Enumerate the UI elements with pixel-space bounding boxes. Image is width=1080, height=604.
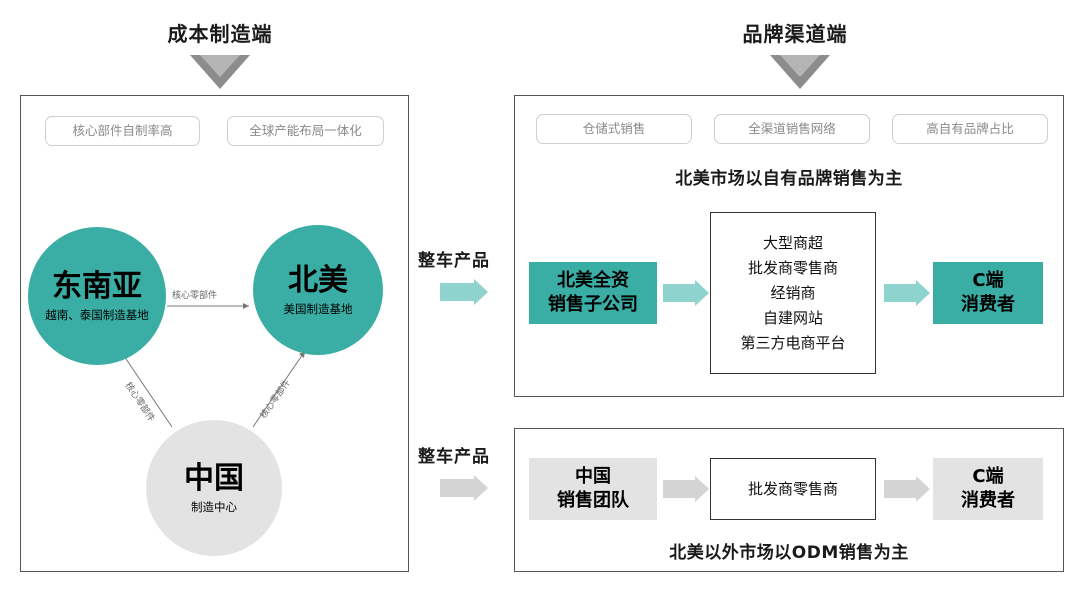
right-funnel-icon bbox=[770, 55, 830, 89]
odm-consumer-box: C端 消费者 bbox=[933, 458, 1043, 520]
arrow-subsidiary-to-channels-icon bbox=[663, 280, 709, 306]
cost-manufacturing-heading: 成本制造端 bbox=[167, 22, 273, 46]
node-southeast-asia-subtitle: 越南、泰国制造基地 bbox=[45, 308, 149, 322]
channel-item: 大型商超 bbox=[762, 233, 823, 252]
arrow-team-to-wholesale-icon bbox=[663, 476, 709, 502]
brand-channel-heading: 品牌渠道端 bbox=[742, 22, 848, 46]
node-southeast-asia-title: 东南亚 bbox=[52, 269, 142, 304]
channel-item: 经销商 bbox=[770, 283, 816, 302]
node-china-title: 中国 bbox=[184, 461, 244, 496]
tag-warehouse-sales: 仓储式销售 bbox=[536, 114, 692, 144]
odm-wholesale-box: 批发商零售商 bbox=[710, 458, 876, 520]
channel-item: 第三方电商平台 bbox=[740, 333, 846, 352]
na-channels-box: 大型商超 批发商零售商 经销商 自建网站 第三方电商平台 bbox=[710, 212, 876, 374]
edge-label-sea-to-na: 核心零部件 bbox=[172, 291, 218, 301]
channel-item: 自建网站 bbox=[762, 308, 823, 327]
odm-caption: 北美以外市场以ODM销售为主 bbox=[669, 543, 909, 563]
node-north-america-subtitle: 美国制造基地 bbox=[283, 302, 353, 316]
tag-own-brand-share: 高自有品牌占比 bbox=[892, 114, 1048, 144]
node-china: 中国 制造中心 bbox=[146, 420, 282, 556]
china-sales-team-box: 中国 销售团队 bbox=[529, 458, 657, 520]
na-consumer-box: C端 消费者 bbox=[933, 262, 1043, 324]
node-china-subtitle: 制造中心 bbox=[191, 500, 237, 514]
north-america-caption: 北美市场以自有品牌销售为主 bbox=[675, 169, 903, 189]
odm-wholesale-label: 批发商零售商 bbox=[747, 479, 838, 498]
arrow-to-na-channel-icon bbox=[440, 279, 488, 305]
node-north-america-title: 北美 bbox=[288, 263, 348, 298]
na-sales-subsidiary-box: 北美全资 销售子公司 bbox=[529, 262, 657, 324]
node-southeast-asia: 东南亚 越南、泰国制造基地 bbox=[28, 227, 166, 365]
tag-core-parts-self-made: 核心部件自制率高 bbox=[45, 116, 200, 146]
vehicle-products-label-bottom: 整车产品 bbox=[418, 447, 490, 467]
left-funnel-icon bbox=[190, 55, 250, 89]
arrow-channels-to-consumer-icon bbox=[884, 280, 930, 306]
vehicle-products-label-top: 整车产品 bbox=[418, 251, 490, 271]
arrow-to-odm-channel-icon bbox=[440, 475, 488, 501]
tag-global-capacity: 全球产能布局一体化 bbox=[227, 116, 384, 146]
arrow-wholesale-to-consumer-icon bbox=[884, 476, 930, 502]
tag-omnichannel-network: 全渠道销售网络 bbox=[714, 114, 870, 144]
channel-item: 批发商零售商 bbox=[747, 258, 838, 277]
node-north-america: 北美 美国制造基地 bbox=[253, 225, 383, 355]
